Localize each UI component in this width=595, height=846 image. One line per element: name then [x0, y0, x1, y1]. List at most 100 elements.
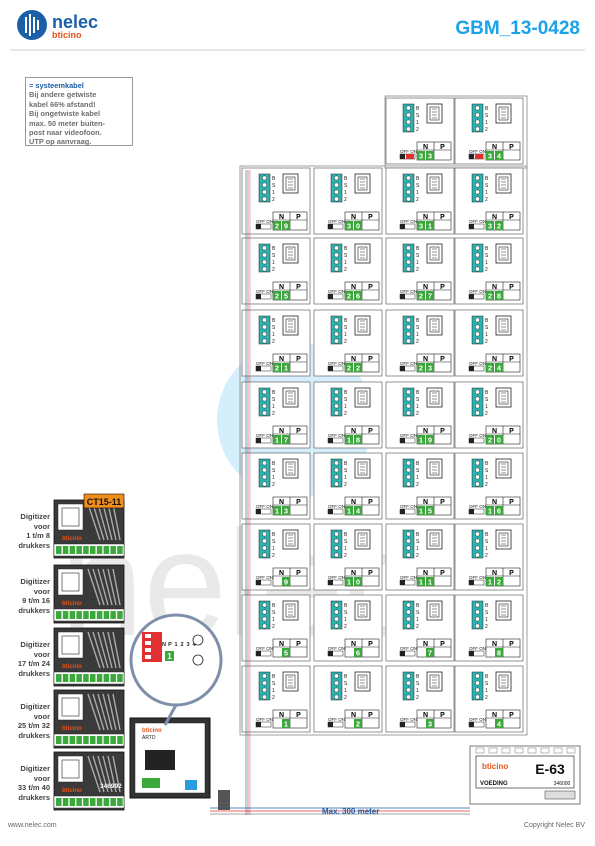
- digitizer-icon: [61, 697, 80, 717]
- switch-label: OFF ON: [400, 289, 417, 294]
- terminal-screw: [334, 252, 339, 258]
- dip-label-n: N: [492, 712, 497, 719]
- digitizer-terminal: [56, 798, 62, 806]
- digitizer-terminal: [62, 736, 69, 744]
- terminal-block: [258, 529, 271, 559]
- digitizer-terminal: [83, 798, 89, 806]
- terminal-screw: [406, 396, 411, 402]
- terminal-screw: [475, 538, 480, 544]
- terminal-screw: [475, 531, 480, 537]
- switch-label: OFF ON: [469, 504, 486, 509]
- unit-number-bg: [495, 291, 503, 300]
- dip-label-n: N: [423, 641, 428, 648]
- terminal-label: 1: [272, 475, 275, 481]
- button-icon: [495, 315, 512, 336]
- terminal-screw: [475, 545, 480, 551]
- terminal-screw: [406, 609, 411, 615]
- terminal-screw: [475, 266, 480, 272]
- terminal-screw: [475, 481, 480, 487]
- button-icon: [282, 173, 299, 194]
- button-icon: [495, 103, 512, 124]
- terminal-screw: [406, 616, 411, 622]
- digitizer-terminal: [103, 798, 110, 806]
- terminal-block: [258, 458, 271, 488]
- switch-label: OFF ON: [400, 361, 417, 366]
- terminal-block: [471, 243, 484, 273]
- digitizer-terminal: [103, 736, 110, 744]
- ribbon-cable: [97, 693, 109, 731]
- terminal-label: 1: [272, 190, 275, 196]
- switch-label: OFF ON: [328, 646, 345, 651]
- controller-display: [145, 750, 175, 770]
- terminal-label: S: [272, 183, 276, 189]
- switch-knob: [400, 366, 405, 371]
- terminal-block: [330, 173, 343, 203]
- terminal-screw: [475, 623, 480, 629]
- terminal-screw: [334, 680, 339, 686]
- terminal-screw: [262, 182, 267, 188]
- dip-label-n: N: [279, 428, 284, 435]
- switch-knob: [328, 366, 333, 371]
- unit-number-bg: [417, 221, 425, 230]
- terminal-label: B: [272, 532, 276, 538]
- dip-label-n: N: [492, 428, 497, 435]
- terminal-label: S: [485, 113, 489, 119]
- psu-vent: [553, 747, 563, 754]
- button-icon: [354, 173, 371, 194]
- switch-label: OFF ON: [328, 504, 345, 509]
- digitizer-terminal: [56, 546, 62, 554]
- digitizer-label-line: drukkers: [18, 540, 50, 550]
- button-icon: [426, 173, 443, 194]
- switch-label: OFF ON: [469, 717, 486, 722]
- unit-number-bg: [345, 221, 353, 230]
- unit-number-bg: [426, 577, 434, 586]
- frame: [239, 165, 528, 736]
- terminal-screw: [475, 396, 480, 402]
- terminal-label: B: [272, 603, 276, 609]
- switch-knob: [328, 438, 333, 443]
- digitizer-icon: [61, 635, 80, 655]
- unit-number-bg: [282, 435, 290, 444]
- switch-knob: [400, 580, 405, 585]
- unit-number-bg: [282, 719, 290, 728]
- button-icon: [426, 458, 443, 479]
- unit-number: 3: [428, 152, 432, 161]
- terminal-screw: [406, 112, 411, 118]
- digitizer-terminal: [90, 546, 96, 554]
- terminal-screw: [262, 687, 267, 693]
- terminal-label: B: [485, 318, 489, 324]
- unit-number: 1: [488, 507, 492, 516]
- unit-number-bg: [354, 291, 362, 300]
- ribbon-cable: [112, 631, 121, 669]
- digitizer-terminal: [83, 736, 89, 744]
- unit-number: 3: [419, 222, 423, 231]
- terminal-screw: [262, 338, 267, 344]
- digitizer-label-line: 9 t/m 16: [22, 596, 50, 605]
- button-icon: [498, 674, 509, 689]
- unit-number: 1: [419, 436, 423, 445]
- psu-code: 346000: [554, 781, 571, 787]
- unit-number-bg: [495, 506, 503, 515]
- dip-label-n: N: [492, 214, 497, 221]
- digitizer-icon: [61, 759, 80, 779]
- unit-number-bg: [417, 577, 425, 586]
- button-icon: [498, 390, 509, 405]
- terminal-screw: [475, 182, 480, 188]
- switch-knob: [256, 580, 261, 585]
- button-icon: [282, 243, 299, 264]
- unit-number: 3: [347, 222, 351, 231]
- terminal-screw: [334, 474, 339, 480]
- terminal-screw: [262, 189, 267, 195]
- switch-label: OFF ON: [469, 219, 486, 224]
- dip-label-p: P: [368, 428, 373, 435]
- terminal-label: 1: [344, 404, 347, 410]
- terminal-label: B: [344, 318, 348, 324]
- terminal-label: S: [272, 325, 276, 331]
- terminal-screw: [475, 126, 480, 132]
- nelec-logo-icon: [17, 10, 47, 40]
- digitizer-terminal: [62, 611, 69, 619]
- digitizer-brand: bticino: [62, 726, 82, 732]
- terminal-screw: [334, 182, 339, 188]
